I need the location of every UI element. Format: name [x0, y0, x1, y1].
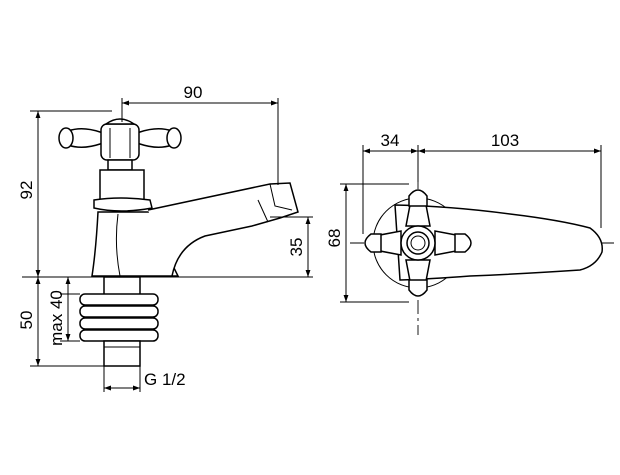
shank-assembly	[79, 276, 159, 367]
dim-spout-length-label: 103	[491, 131, 519, 150]
cross-handle-side	[58, 118, 182, 171]
dim-width-label: 90	[184, 83, 203, 102]
tap-spout	[147, 182, 299, 277]
dim-max-thickness-label: max 40	[47, 290, 66, 346]
cross-handle-top	[364, 189, 472, 297]
dim-spout-height-label: 35	[287, 238, 306, 257]
dim-shank-label: 50	[17, 311, 36, 330]
dim-handle-offset-label: 34	[381, 131, 400, 150]
top-view: 34 103 68	[325, 131, 615, 335]
thread-label: G 1/2	[144, 370, 186, 389]
spout-top	[394, 204, 603, 281]
top-extension-lines	[340, 145, 602, 303]
side-view: 90 92 50 max 40 35 G 1/2	[17, 83, 313, 392]
dim-height-label: 92	[17, 181, 36, 200]
dim-depth-label: 68	[325, 229, 344, 248]
